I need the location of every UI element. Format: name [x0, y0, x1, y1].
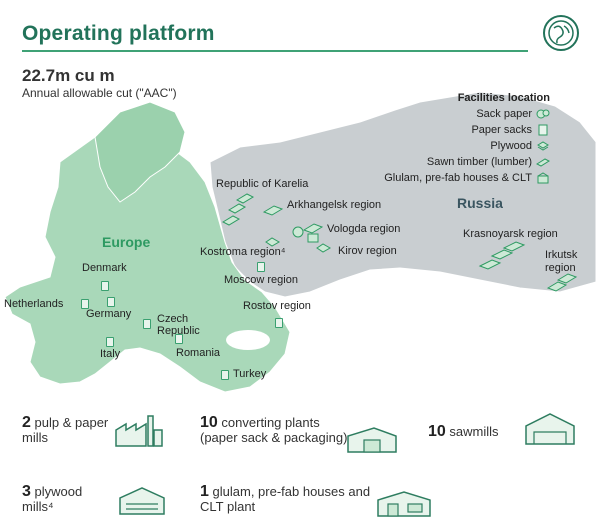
country-label: Czech Republic [157, 313, 200, 337]
facility-sawmills: 10 sawmills [428, 423, 499, 440]
region-label: Republic of Karelia [216, 178, 309, 190]
facility-marker [106, 337, 114, 347]
facility-converting-plants: 10 converting plants (paper sack & packa… [200, 414, 348, 446]
scandinavia [94, 101, 186, 203]
globe-leaf-icon [543, 15, 579, 51]
legend-item: Paper sacks [384, 122, 550, 138]
aac-value: 22.7m cu m [22, 66, 115, 85]
russia-landmass [209, 92, 597, 298]
region-label: Irkutsk region [545, 249, 578, 274]
facility-marker [81, 299, 89, 309]
sawmill-icon [525, 413, 575, 445]
country-label: Romania [176, 347, 221, 359]
plywood-mill-icon [119, 487, 165, 515]
karelia-timber-icons [221, 193, 255, 226]
legend-item: Glulam, pre-fab houses & CLT [384, 170, 550, 186]
legend-item: Plywood [384, 138, 550, 154]
facility-pulp-mills: 2 pulp & paper mills [22, 414, 109, 446]
facility-glulam-plant: 1 glulam, pre-fab houses and CLT plant [200, 483, 371, 515]
kirov-plywood-icon [316, 243, 332, 253]
russia-label: Russia [457, 195, 503, 211]
legend: Facilities location Sack paper Paper sac… [384, 92, 550, 186]
region-label: Krasnoyarsk region [463, 228, 558, 240]
region-label: Rostov region [243, 300, 311, 312]
legend-item: Sawn timber (lumber) [384, 154, 550, 170]
krasnoyarsk-timber-icons [478, 241, 526, 270]
sack-paper-icon [536, 109, 550, 119]
region-label: Arkhangelsk region [287, 199, 382, 211]
page-title: Operating platform [22, 22, 215, 45]
paper-sack-icon [538, 124, 548, 136]
region-label: Kostroma region⁴ [200, 246, 286, 258]
legend-item: Sack paper [384, 106, 550, 122]
facility-marker [143, 319, 151, 329]
europe-label: Europe [102, 234, 151, 250]
facility-marker [107, 297, 115, 307]
title-divider [22, 50, 528, 52]
country-label: Turkey [233, 368, 267, 380]
region-label: Vologda region [327, 223, 401, 235]
country-label: Italy [100, 348, 121, 360]
legend-title: Facilities location [457, 92, 550, 104]
facilities-map [4, 92, 597, 393]
irkutsk-timber-icons [546, 273, 578, 292]
converting-plant-icon [347, 427, 397, 453]
facility-marker [175, 334, 183, 344]
region-label: Kirov region [338, 245, 397, 257]
facility-marker [221, 370, 229, 380]
facility-plywood-mills: 3 plywood mills⁴ [22, 483, 83, 515]
kostroma-plywood-icon [265, 237, 281, 247]
sawn-timber-icon [536, 158, 550, 167]
country-label: Netherlands [4, 298, 64, 310]
facility-marker [101, 281, 109, 291]
country-label: Denmark [82, 262, 127, 274]
facility-marker [275, 318, 283, 328]
arkhangelsk-timber-icon [262, 205, 284, 216]
black-sea [226, 330, 270, 350]
vologda-icons [292, 223, 324, 243]
aac-label: Annual allowable cut ("AAC") [22, 86, 177, 100]
region-label: Moscow region [224, 274, 298, 286]
glulam-icon [537, 172, 549, 184]
caspian-sea [292, 304, 308, 340]
country-label: Germany [86, 308, 132, 320]
glulam-plant-icon [377, 491, 431, 517]
pulp-mill-icon [115, 415, 163, 447]
plywood-icon [537, 141, 549, 151]
europe-landmass [4, 126, 291, 393]
facility-marker [257, 262, 265, 272]
